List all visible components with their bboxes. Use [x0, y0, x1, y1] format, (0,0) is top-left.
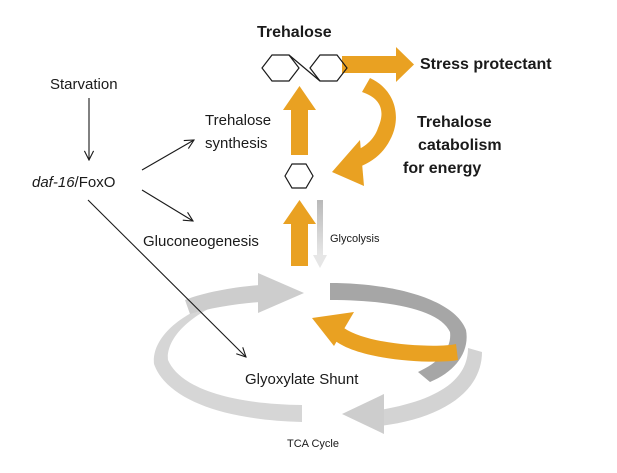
- tca-left-arc: [153, 300, 302, 422]
- stress-protectant-arrow: [342, 47, 414, 82]
- tca-cycle-label: TCA Cycle: [287, 438, 339, 450]
- tca-right-band: [330, 283, 467, 382]
- trehalose-label: Trehalose: [257, 24, 332, 41]
- trehalose-synthesis-up-arrow: [283, 86, 316, 155]
- glycolysis-down-arrow: [313, 200, 327, 268]
- glucose-molecule-icon: [284, 163, 314, 189]
- tca-bottom-band: [380, 348, 482, 426]
- catabolism-curved-arrow: [332, 78, 396, 186]
- tca-bottom-arrowhead: [342, 394, 384, 434]
- synthesis-label-line2: synthesis: [205, 135, 268, 152]
- stress-protectant-label: Stress protectant: [420, 56, 552, 73]
- tca-top-arrowhead: [258, 273, 304, 313]
- gluconeogenesis-label: Gluconeogenesis: [143, 233, 259, 250]
- catabolism-label-line1: Trehalose: [417, 114, 492, 131]
- daf16-gene-name: daf-16: [32, 174, 75, 191]
- tca-cycle-ring: [153, 273, 482, 434]
- catabolism-label-line2: catabolism: [418, 137, 502, 154]
- glyoxylate-shunt-label: Glyoxylate Shunt: [245, 371, 359, 388]
- trehalose-molecule-icon: [261, 54, 348, 82]
- daf16-to-gluconeogenesis-arrow: [141, 189, 193, 221]
- glyoxylate-arrow: [312, 312, 458, 362]
- daf16-to-glyoxylate-arrow: [87, 199, 246, 357]
- tca-top-left-band: [185, 285, 260, 314]
- glycolysis-label: Glycolysis: [330, 233, 380, 245]
- daf16-label: daf-16/FoxO: [32, 174, 115, 191]
- daf16-foxo-suffix: /FoxO: [75, 174, 116, 191]
- catabolism-label-line3: for energy: [403, 160, 481, 177]
- daf16-to-synthesis-arrow: [141, 140, 194, 171]
- gluconeogenesis-up-arrow: [283, 200, 316, 266]
- starvation-label: Starvation: [50, 76, 118, 93]
- regulatory-arrows: [88, 98, 246, 357]
- synthesis-label-line1: Trehalose: [205, 112, 271, 129]
